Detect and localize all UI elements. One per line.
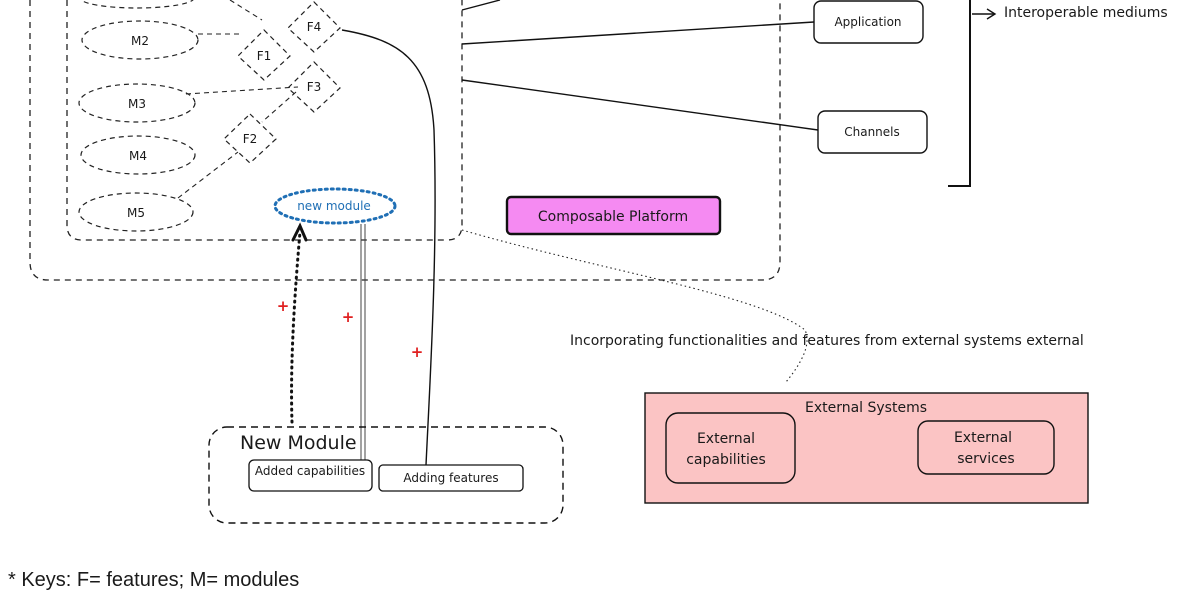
outputs-bracket: [948, 0, 971, 187]
external-systems-title: External Systems: [805, 400, 927, 416]
new-module-box: New Module Added capabilities Adding fea…: [208, 426, 564, 524]
external-link-dotted: [461, 229, 808, 383]
feature-f4-label: F4: [307, 20, 322, 34]
external-systems-box: External Systems External capabilities E…: [644, 392, 1089, 504]
connector-m1-f4: [229, 0, 263, 21]
plus-mark-1: +: [277, 297, 290, 315]
incorporating-note: Incorporating functionalities and featur…: [570, 333, 1084, 349]
line-platform-top: [461, 0, 501, 11]
module-m2: M2: [81, 20, 199, 60]
interoperable-label: Interoperable mediums: [1004, 5, 1168, 21]
output-application-label: Application: [834, 15, 901, 29]
feature-f2: F2: [223, 113, 277, 164]
dotted-arrow-head: [291, 222, 308, 242]
platform-outer-boundary: [29, 0, 781, 281]
external-capabilities-line1: External: [697, 431, 755, 447]
module-m5: M5: [78, 192, 194, 232]
line-adding-features: [341, 29, 436, 466]
new-module-bubble: new module: [273, 187, 397, 225]
feature-f1: F1: [237, 29, 291, 81]
output-channels: Channels: [817, 110, 928, 154]
module-m1-partial: [80, 0, 194, 9]
feature-f1-label: F1: [257, 49, 272, 63]
line-added-capabilities: [360, 224, 366, 460]
module-m5-label: M5: [127, 206, 145, 220]
module-m4-label: M4: [129, 149, 147, 163]
feature-f4: F4: [287, 1, 341, 53]
connector-m3-f3: [185, 86, 299, 95]
line-platform-application: [461, 21, 815, 45]
dotted-arrow-new-module: [290, 230, 302, 424]
connector-m5-f2: [177, 151, 239, 199]
module-m2-label: M2: [131, 34, 149, 48]
interoperable-arrow-head: [986, 8, 997, 20]
platform-label-box: Composable Platform: [505, 195, 722, 236]
platform-label: Composable Platform: [538, 209, 688, 225]
external-capabilities-line2: capabilities: [686, 452, 766, 468]
output-channels-label: Channels: [844, 125, 900, 139]
new-module-bubble-label: new module: [297, 199, 371, 213]
connector-f3-f2: [261, 91, 297, 123]
modules-container: [66, 0, 463, 241]
output-application: Application: [813, 0, 924, 44]
feature-f3: F3: [287, 61, 341, 113]
feature-f2-label: F2: [243, 132, 258, 146]
keys-note: * Keys: F= features; M= modules: [8, 569, 299, 591]
added-capabilities-label: Added capabilities: [255, 464, 365, 478]
module-m4: M4: [80, 135, 196, 175]
plus-mark-2: +: [342, 308, 355, 326]
line-platform-channels: [461, 79, 819, 131]
new-module-title: New Module: [240, 432, 357, 454]
feature-f3-label: F3: [307, 80, 322, 94]
module-m3: M3: [78, 83, 196, 123]
external-services-line2: services: [957, 451, 1014, 467]
plus-mark-3: +: [411, 343, 424, 361]
adding-features-label: Adding features: [403, 471, 498, 485]
module-m3-label: M3: [128, 97, 146, 111]
external-services-line1: External: [954, 430, 1012, 446]
